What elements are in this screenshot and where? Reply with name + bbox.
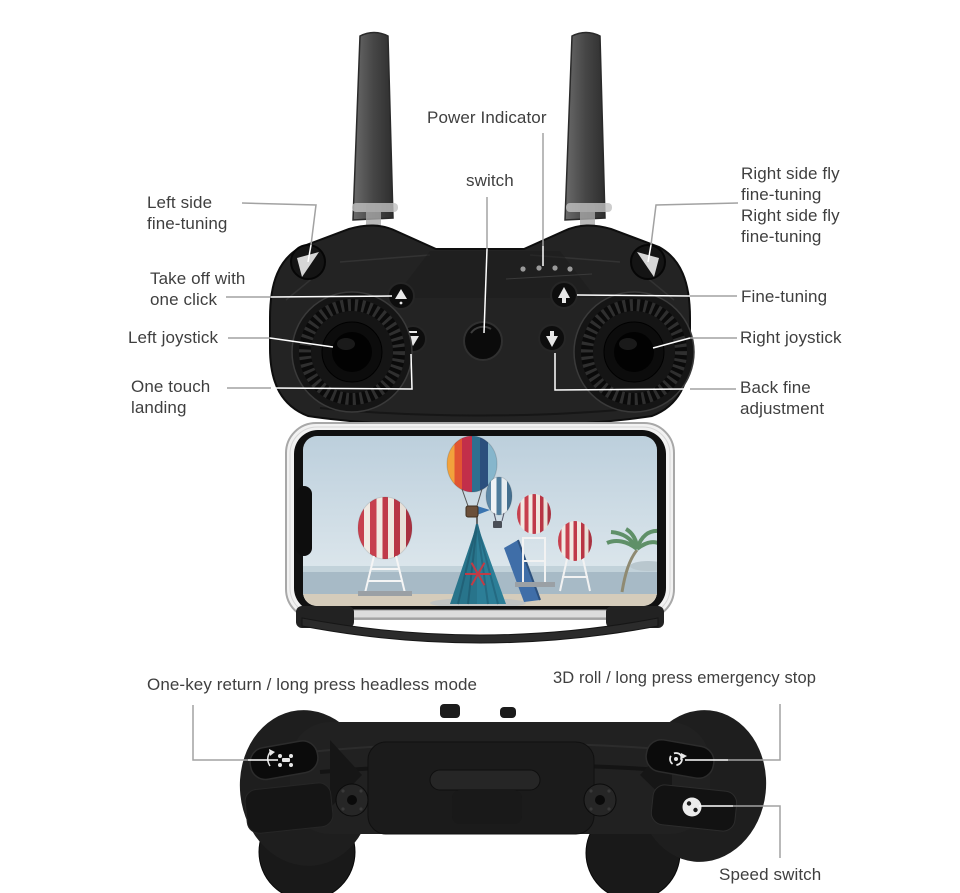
left-trigger (244, 782, 334, 834)
label-right-joystick: Right joystick (740, 328, 842, 347)
phone-screen (303, 436, 657, 606)
leader-lines-on-white (192, 133, 781, 858)
label-right-side-fly-fine-tuning: Right side fly fine-tuning Right side fl… (741, 164, 840, 247)
left-antenna (352, 31, 398, 230)
label-one-touch-landing: One touch landing (131, 377, 211, 418)
power-indicator-leds (505, 265, 593, 280)
label-fine-tuning: Fine-tuning (741, 287, 828, 306)
return-home-drone-icon (267, 749, 293, 767)
power-switch-button (463, 321, 503, 361)
right-joystick (573, 291, 695, 413)
left-joystick (291, 291, 413, 413)
back-trim-button (538, 324, 566, 352)
label-take-off-one-click: Take off with one click (150, 269, 246, 310)
label-back-fine-adjustment: Back fine adjustment (740, 378, 825, 419)
label-speed-switch: Speed switch (719, 865, 822, 884)
controller-front-view (269, 31, 695, 429)
label-3d-roll: 3D roll / long press emergency stop (553, 669, 817, 687)
label-left-side-fine-tuning: Left side fine-tuning (147, 193, 228, 234)
label-left-joystick: Left joystick (128, 328, 219, 347)
label-power-indicator: Power Indicator (427, 108, 547, 127)
three-d-roll-button (645, 738, 715, 780)
left-stick-base (335, 783, 369, 817)
speed-icon (682, 797, 702, 817)
leader-lines-on-device (248, 244, 733, 807)
mounted-phone (285, 422, 675, 644)
right-antenna (564, 31, 612, 230)
controller-back-view (239, 704, 767, 893)
fine-tuning-button (550, 281, 578, 309)
flip-3d-icon (669, 752, 687, 766)
right-stick-base (583, 783, 617, 817)
label-power-switch: switch (466, 171, 514, 190)
phone-holder-bracket (296, 606, 664, 644)
label-one-key-return: One-key return / long press headless mod… (147, 675, 478, 694)
phone-notch (296, 486, 312, 556)
